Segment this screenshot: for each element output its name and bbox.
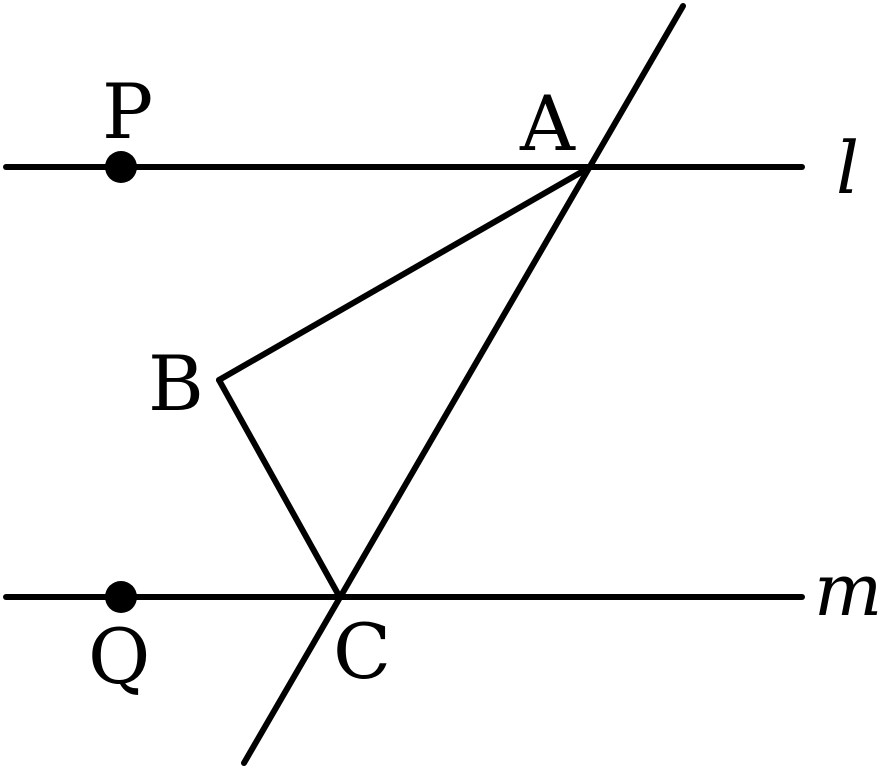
- point-p-dot: [105, 151, 137, 183]
- label-q: Q: [88, 612, 150, 701]
- label-a: A: [519, 79, 576, 168]
- point-q-dot: [105, 581, 137, 613]
- label-p: P: [102, 67, 153, 156]
- label-c: C: [333, 607, 391, 696]
- label-line-m: m: [814, 548, 882, 632]
- segment-ab: [216, 167, 588, 383]
- label-line-l: l: [836, 126, 859, 210]
- label-b: B: [148, 339, 204, 428]
- segment-bc: [216, 377, 341, 597]
- transversal-line-ac: [241, 3, 686, 766]
